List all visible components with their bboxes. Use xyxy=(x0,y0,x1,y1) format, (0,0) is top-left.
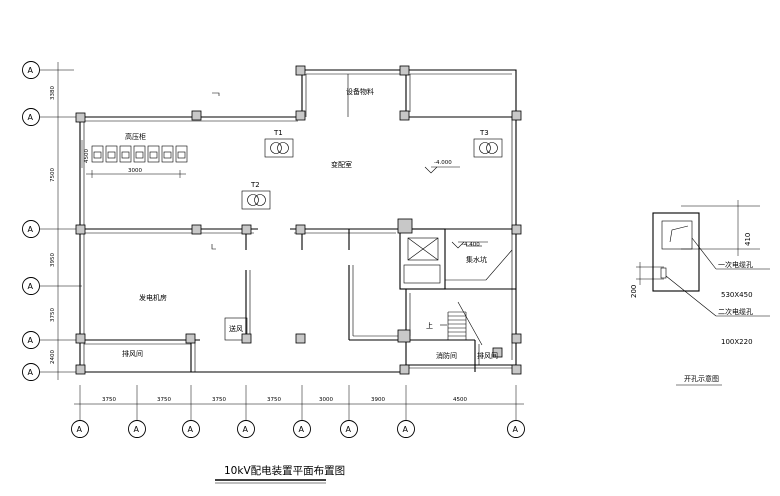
cable-hole-detail: 410 200 一次电缆孔 530X450 二次电缆孔 100X220 开孔示意… xyxy=(630,200,770,386)
equipment-room-label: 设备物料 xyxy=(346,87,374,96)
plan-title: 10kV配电装置平面布置图 xyxy=(224,464,345,477)
grid-bubble xyxy=(22,331,40,349)
level-2: -4.400 xyxy=(462,242,480,248)
t2-label: T2 xyxy=(250,181,260,189)
grid-bubble xyxy=(507,420,525,438)
stairs xyxy=(440,301,483,346)
t3-label: T3 xyxy=(479,129,489,137)
dim-text: 3950 xyxy=(50,253,56,267)
cable1-size: 530X450 xyxy=(721,291,753,299)
dim-text: 3380 xyxy=(50,86,56,100)
plan-title-block: 10kV配电装置平面布置图 xyxy=(215,464,345,484)
detail-dim-left: 200 xyxy=(630,285,638,298)
sump-label: 集水坑 xyxy=(466,255,487,264)
cabinet-left-dim: 4500 xyxy=(84,149,90,163)
grid-label: A xyxy=(77,425,83,434)
dim-text: 3750 xyxy=(157,397,171,403)
dim-text: 3750 xyxy=(212,397,226,403)
stair-label: 上 xyxy=(426,321,433,330)
grid-label: A xyxy=(513,425,519,434)
transformer-room-label: 变配室 xyxy=(331,160,352,169)
grid-label: A xyxy=(403,425,409,434)
left-grid-axis: A A A A A A 3380 7500 3950 3750 2400 xyxy=(22,61,82,381)
fan-room-label: 送风 xyxy=(229,324,243,333)
cable2-label: 二次电缆孔 xyxy=(718,307,753,316)
room-labels: 设备物料 变配室 发电机房 排风间 排风间 消防间 集水坑 送风 上 xyxy=(122,87,498,360)
grid-bubble xyxy=(22,108,40,126)
ventilation-room-label-2: 排风间 xyxy=(477,351,498,360)
cable1-label: 一次电缆孔 xyxy=(718,260,753,269)
grid-bubble xyxy=(71,420,89,438)
grid-label: A xyxy=(299,425,305,434)
grid-bubble xyxy=(22,220,40,238)
dim-text: 3900 xyxy=(371,397,385,403)
grid-bubble xyxy=(293,420,311,438)
cabinet-dim: 3000 xyxy=(128,168,142,174)
grid-label: A xyxy=(28,225,34,234)
grid-label: A xyxy=(28,336,34,345)
grid-bubble xyxy=(237,420,255,438)
dim-text: 4500 xyxy=(453,397,467,403)
dim-text: 3750 xyxy=(50,308,56,322)
hv-cabinet-row: 3000 4500 高压柜 xyxy=(81,132,188,178)
transformer-t3: T3 xyxy=(473,129,503,158)
grid-bubble xyxy=(22,61,40,79)
grid-label: A xyxy=(243,425,249,434)
grid-bubble xyxy=(340,420,358,438)
grid-label: A xyxy=(28,66,34,75)
t1-label: T1 xyxy=(273,129,283,137)
grid-bubble xyxy=(128,420,146,438)
transformer-t1: T1 xyxy=(264,129,294,158)
ventilation-room-label: 排风间 xyxy=(122,349,143,358)
level-1: -4.000 xyxy=(434,160,452,166)
dim-text: 2400 xyxy=(50,350,56,364)
grid-bubble xyxy=(22,363,40,381)
fire-pump-label: 消防间 xyxy=(436,351,457,360)
grid-bubble xyxy=(182,420,200,438)
level-marks: -4.000 -4.400 xyxy=(211,92,488,250)
dim-text: 3000 xyxy=(319,397,333,403)
grid-label: A xyxy=(134,425,140,434)
grid-label: A xyxy=(346,425,352,434)
dim-text: 3750 xyxy=(102,397,116,403)
grid-label: A xyxy=(28,113,34,122)
structural-columns xyxy=(75,65,522,375)
dim-text: 7500 xyxy=(50,168,56,182)
dim-text: 3750 xyxy=(267,397,281,403)
grid-bubble xyxy=(22,277,40,295)
grid-label: A xyxy=(28,282,34,291)
cable2-size: 100X220 xyxy=(721,338,753,346)
grid-label: A xyxy=(28,368,34,377)
generator-room-label: 发电机房 xyxy=(139,293,167,302)
grid-bubble xyxy=(397,420,415,438)
grid-label: A xyxy=(188,425,194,434)
detail-dim-top: 410 xyxy=(744,233,752,246)
bottom-grid-axis: A A A A A A A A 3750 3750 3750 3750 3000… xyxy=(71,385,525,438)
detail-title: 开孔示意图 xyxy=(684,374,719,383)
transformer-t2: T2 xyxy=(241,181,271,210)
hv-cabinet-label: 高压柜 xyxy=(125,132,146,141)
